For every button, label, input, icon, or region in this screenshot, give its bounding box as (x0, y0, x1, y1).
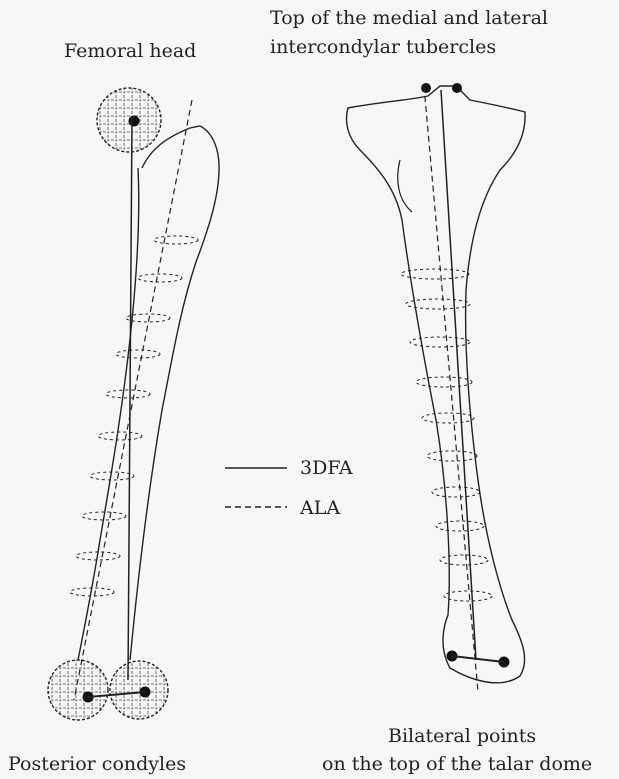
medial-tubercle-point (421, 83, 431, 93)
legend-ala-label: ALA (299, 497, 340, 519)
femoral-head-point (129, 116, 140, 127)
legend-3dfa-label: 3DFA (300, 457, 353, 479)
tibia-outline (347, 86, 526, 683)
talar-label-line1: Bilateral points (388, 725, 536, 747)
tubercles-label-line1: Top of the medial and lateral (270, 7, 548, 29)
femur-3dfa-axis (128, 118, 132, 680)
posterior-condyles-label: Posterior condyles (8, 753, 186, 775)
talar-label-line2: on the top of the talar dome (322, 753, 592, 775)
tibia-cross-sections (401, 269, 492, 601)
legend: 3DFA ALA (225, 457, 353, 519)
medial-condyle-sphere (48, 660, 108, 720)
tibia (347, 83, 526, 692)
femur-cross-sections (70, 236, 198, 596)
tibia-ala-axis (424, 86, 478, 692)
tubercles-label-line2: intercondylar tubercles (270, 36, 496, 58)
femur-outline (78, 126, 219, 660)
tibia-3dfa-axis (441, 90, 476, 660)
femur-ala-axis (74, 100, 192, 700)
lateral-condyle-sphere (110, 661, 168, 719)
femur (48, 88, 219, 720)
femoral-head-label: Femoral head (64, 40, 196, 62)
lateral-tubercle-point (452, 83, 462, 93)
